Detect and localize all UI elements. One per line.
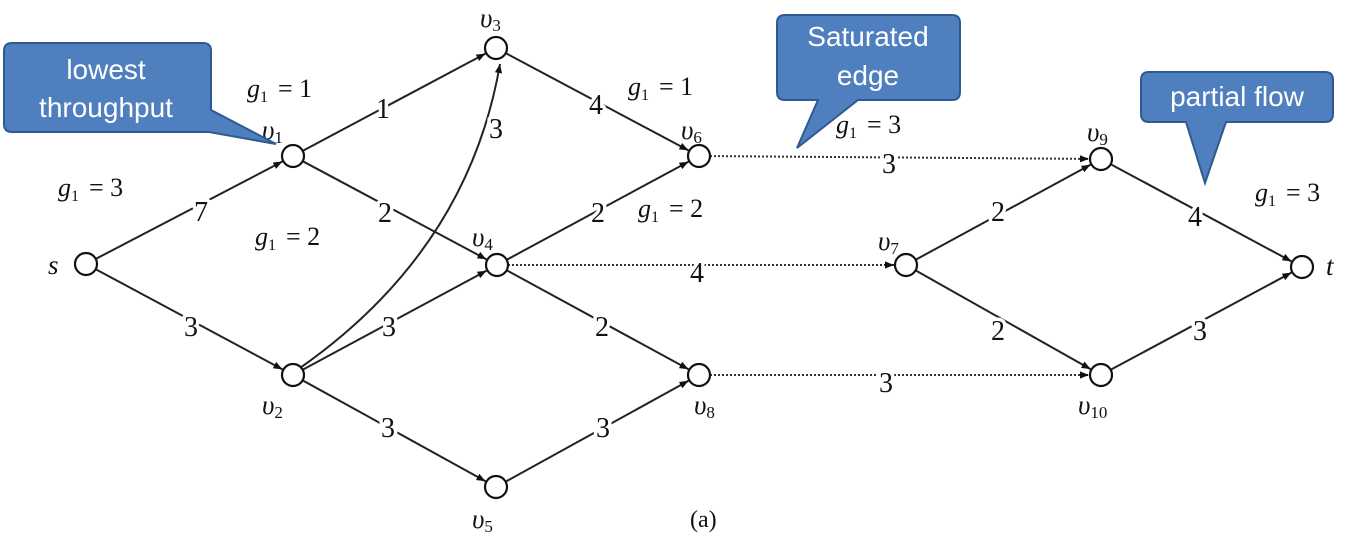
edge-weight-s-v2: 3 [184, 312, 198, 343]
flow-annotation-4: g1= 1 [628, 72, 693, 104]
node-v5 [483, 474, 509, 500]
node-label-s: s [48, 250, 59, 280]
edge-weight-v4-v8: 2 [595, 312, 609, 343]
edge-weight-v10-t: 3 [1193, 316, 1207, 347]
edge-weight-v2-v5: 3 [381, 413, 395, 444]
edge-v5-v8 [505, 379, 689, 483]
flow-annotation-3: g1= 2 [255, 222, 320, 254]
node-v9 [1088, 146, 1114, 172]
edge-v2-v3 [299, 63, 503, 369]
callout-saturated-edge: Saturated edge [776, 14, 961, 149]
edge-v6-v9 [709, 155, 1090, 163]
node-v10 [1088, 362, 1114, 388]
edge-weight-v1-v3: 1 [376, 94, 390, 125]
node-label-v3: υ3 [480, 3, 501, 35]
callout-lowest-line1: lowest [66, 54, 146, 85]
edge-weight-v1-v4: 2 [378, 198, 392, 229]
node-v2 [280, 362, 306, 388]
edge-v2-v4 [302, 269, 487, 371]
callout-saturated-line1: Saturated [807, 21, 928, 52]
edge-weight-v7-v9: 2 [991, 197, 1005, 228]
flow-annotation-7: g1= 3 [1255, 178, 1320, 210]
edge-weight-v4-v7: 4 [690, 258, 704, 289]
node-label-v7: υ7 [878, 226, 899, 258]
edge-s-v2 [95, 268, 283, 371]
flow-annotation-2: g1= 1 [247, 74, 312, 106]
edge-v3-v6 [505, 52, 689, 152]
edge-v9-t [1110, 163, 1292, 263]
edge-weight-v5-v8: 3 [596, 413, 610, 444]
node-v8 [686, 362, 712, 388]
flow-annotation-6: g1= 3 [836, 110, 901, 142]
node-label-v5: υ5 [472, 504, 493, 536]
node-label-v4: υ4 [472, 222, 493, 254]
edge-weight-s-v1: 7 [194, 197, 208, 228]
edge-weights: 7 3 1 2 3 3 3 4 2 4 2 3 3 2 2 3 4 3 [181, 87, 1211, 448]
edge-weight-v6-v9: 3 [882, 149, 896, 180]
callout-lowest-throughput: lowest throughput [3, 42, 277, 145]
edge-weight-v7-v10: 2 [991, 316, 1005, 347]
edge-weight-v4-v6: 2 [591, 198, 605, 229]
flow-annotations: g1= 3 g1= 1 g1= 2 g1= 1 g1= 2 g1= 3 g1= 3 [58, 72, 1320, 254]
callout-partial-flow: partial flow [1140, 71, 1334, 187]
flow-annotation-5: g1= 2 [638, 194, 703, 226]
edge-s-v1 [95, 160, 283, 260]
node-v1 [280, 143, 306, 169]
node-label-v8: υ8 [694, 390, 715, 422]
edge-weight-v2-v4: 3 [382, 312, 396, 343]
edge-v10-t [1110, 271, 1292, 371]
edge-v1-v4 [302, 160, 487, 261]
callout-partial-text: partial flow [1170, 81, 1305, 112]
node-v3 [483, 35, 509, 61]
edge-v1-v3 [302, 52, 486, 152]
callout-saturated-line2: edge [837, 60, 899, 91]
node-label-v2: υ2 [262, 390, 283, 422]
edge-weight-v8-v10: 3 [879, 368, 893, 399]
edge-v7-v9 [915, 163, 1091, 261]
node-v7 [893, 252, 919, 278]
node-v4 [484, 252, 510, 278]
edge-v4-v8 [506, 269, 689, 371]
callout-lowest-line2: throughput [39, 92, 173, 123]
edge-weight-v3-v6: 4 [589, 90, 603, 121]
edges [95, 52, 1292, 483]
flow-annotation-1: g1= 3 [58, 173, 123, 205]
node-label-v10: υ10 [1078, 390, 1107, 422]
edge-weight-v9-t: 4 [1188, 202, 1202, 233]
node-v6 [686, 143, 712, 169]
node-s [73, 251, 99, 277]
figure-caption: (a) [690, 507, 717, 533]
node-label-v9: υ9 [1087, 117, 1108, 149]
node-label-t: t [1326, 251, 1335, 281]
edge-weight-v2-v3: 3 [489, 114, 503, 145]
edge-v7-v10 [915, 269, 1092, 370]
nodes [73, 35, 1315, 500]
node-t [1289, 254, 1315, 280]
node-label-v6: υ6 [681, 115, 702, 147]
edge-v4-v6 [506, 160, 689, 261]
edge-v2-v5 [302, 379, 486, 483]
